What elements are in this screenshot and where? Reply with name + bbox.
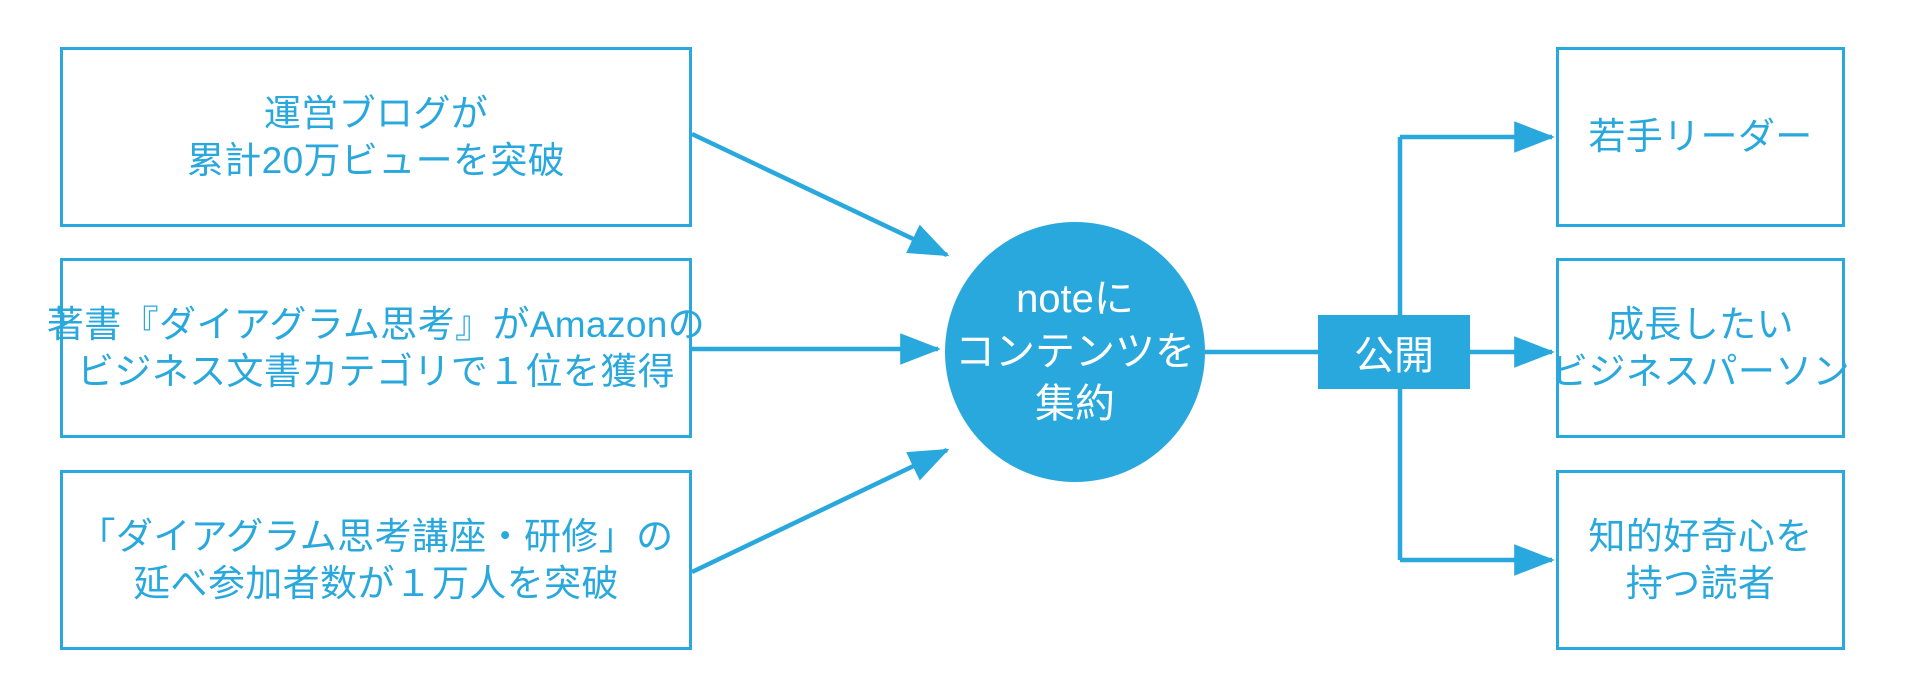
hub-circle-note[interactable]: noteに コンテンツを 集約 (945, 222, 1205, 482)
source-seminar-line-1: 「ダイアグラム思考講座・研修」の (78, 515, 674, 557)
audience-young-leader-line-1: 若手リーダー (1588, 116, 1813, 158)
connector-blog-to-hub (691, 131, 950, 258)
source-book-line-2: ビジネス文書カテゴリで１位を獲得 (77, 351, 675, 392)
action-chip-publish[interactable]: 公開 (1318, 315, 1470, 389)
source-blog-line-2: 累計20万ビューを突破 (186, 140, 566, 181)
source-box-book[interactable]: 著書『ダイアグラム思考』がAmazonの ビジネス文書カテゴリで１位を獲得 (47, 258, 705, 438)
audience-business-person-line-1: 成長したい (1607, 303, 1794, 345)
audience-curious-reader-line-2: 持つ読者 (1625, 563, 1776, 604)
audience-box-business-person[interactable]: 成長したい ビジネスパーソン (1551, 258, 1850, 438)
hub-line-3: 集約 (1035, 382, 1115, 427)
audience-box-young-leader[interactable]: 若手リーダー (1556, 47, 1845, 227)
action-publish-label: 公開 (1354, 334, 1434, 378)
source-seminar-line-2: 延べ参加者数が１万人を突破 (133, 563, 619, 604)
source-blog-line-1: 運営ブログが (263, 92, 489, 134)
connector-seminar-to-hub (691, 447, 950, 575)
hub-line-2: コンテンツを (955, 329, 1195, 374)
hub-line-1: noteに (1016, 276, 1134, 321)
source-book-line-1: 著書『ダイアグラム思考』がAmazonの (46, 303, 706, 345)
source-box-blog[interactable]: 運営ブログが 累計20万ビューを突破 (60, 47, 692, 227)
audience-box-curious-reader[interactable]: 知的好奇心を 持つ読者 (1556, 470, 1845, 650)
source-box-seminar[interactable]: 「ダイアグラム思考講座・研修」の 延べ参加者数が１万人を突破 (60, 470, 692, 650)
audience-curious-reader-line-1: 知的好奇心を (1588, 515, 1813, 557)
audience-business-person-line-2: ビジネスパーソン (1551, 351, 1850, 392)
